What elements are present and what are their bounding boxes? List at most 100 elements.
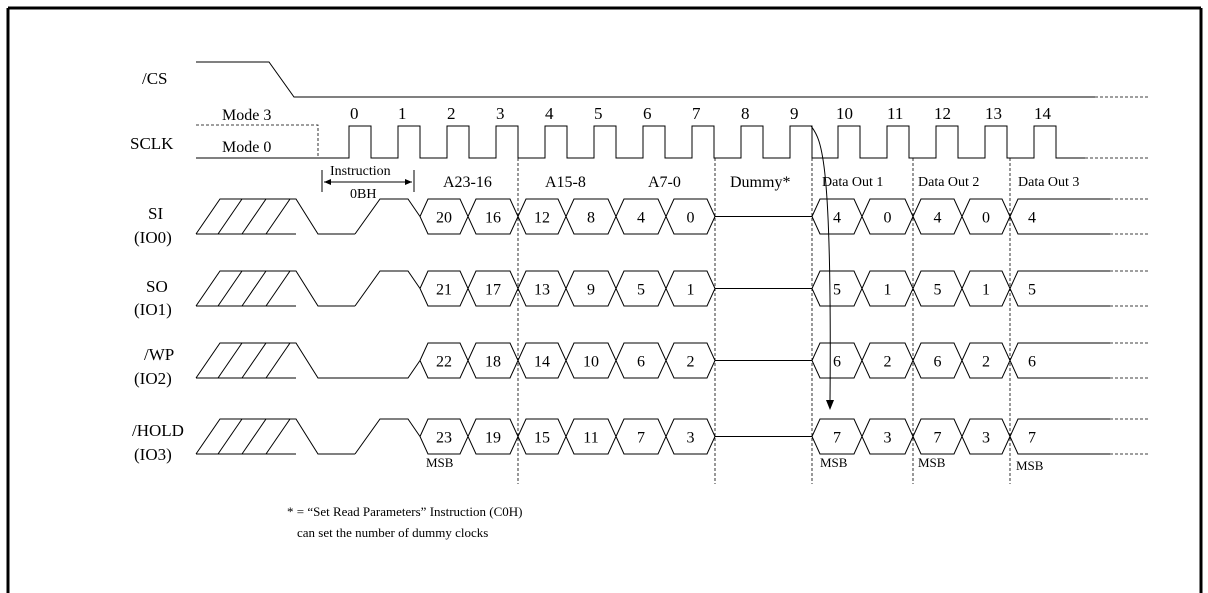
si-data-bit-label-4: 4 (1028, 210, 1036, 227)
mode3-label: Mode 3 (222, 107, 271, 124)
si-addr-bit-label-1: 16 (485, 210, 501, 227)
clock-number-8: 8 (741, 104, 750, 123)
so-data-bit-label-1: 1 (884, 282, 892, 299)
so-dont-care-outline (195, 270, 355, 307)
msb-label-address: MSB (426, 455, 454, 470)
so-instr-level (354, 270, 421, 307)
so-hatch-2 (265, 270, 291, 307)
hold-addr-bit-label-1: 19 (485, 430, 501, 447)
footnote-line-2: can set the number of dummy clocks (297, 525, 488, 540)
clock-number-12: 12 (934, 104, 951, 123)
si-data-bit-label-0: 4 (833, 210, 841, 227)
hold-addr-bit-label-0: 23 (436, 430, 452, 447)
si-addr-bit-label-4: 4 (637, 210, 645, 227)
wp-data-bit-label-3: 2 (982, 354, 990, 371)
so-addr-bit-label-3: 9 (587, 282, 595, 299)
si-label: SI (148, 204, 163, 223)
wp-addr-bit-label-3: 10 (583, 354, 599, 371)
hold-data-bit-4 (1009, 418, 1110, 455)
so-addr-bit-label-1: 17 (485, 282, 501, 299)
si-sub-label: (IO0) (134, 228, 172, 247)
hold-hatch-2 (265, 418, 291, 455)
wp-hatch-0 (217, 342, 243, 379)
so-addr-bit-label-2: 13 (534, 282, 550, 299)
hold-data-bit-label-2: 7 (934, 430, 942, 447)
clock-number-9: 9 (790, 104, 799, 123)
wp-label: /WP (144, 345, 174, 364)
hold-dont-care-outline (195, 418, 355, 455)
clock-number-10: 10 (836, 104, 853, 123)
hold-data-bit-label-4: 7 (1028, 430, 1036, 447)
hold-hatch-1 (241, 418, 267, 455)
cs-label: /CS (142, 69, 168, 88)
so-data-bit-4 (1009, 270, 1110, 307)
si-instr-level (354, 198, 421, 235)
cs-waveform (196, 61, 1150, 98)
so-addr-bit-label-4: 5 (637, 282, 645, 299)
clock-number-4: 4 (545, 104, 554, 123)
instruction-code: 0BH (350, 187, 376, 202)
sclk-waveform: Mode 3 Mode 0 (196, 107, 1150, 159)
so-sub-label: (IO1) (134, 300, 172, 319)
hold-data-bit-label-3: 3 (982, 430, 990, 447)
hold-lane: 23 19 15 11 7 3 7 3 7 3 7 (195, 418, 1150, 455)
si-data-bit-4 (1009, 198, 1110, 235)
clock-number-11: 11 (887, 104, 903, 123)
wp-addr-bit-label-4: 6 (637, 354, 645, 371)
msb-label-data-2: MSB (918, 455, 946, 470)
si-data-bit-label-2: 4 (934, 210, 942, 227)
wp-addr-bit-label-2: 14 (534, 354, 550, 371)
wp-addr-bit-label-5: 2 (687, 354, 695, 371)
footnote-line-1: * = “Set Read Parameters” Instruction (C… (287, 504, 523, 519)
so-data-bit-label-4: 5 (1028, 282, 1036, 299)
clock-number-2: 2 (447, 104, 456, 123)
wp-hatch-2 (265, 342, 291, 379)
hold-addr-bit-label-2: 15 (534, 430, 550, 447)
so-data-bit-label-3: 1 (982, 282, 990, 299)
clock-number-0: 0 (350, 104, 359, 123)
clock-number-6: 6 (643, 104, 652, 123)
wp-sub-label: (IO2) (134, 369, 172, 388)
si-data-bit-label-1: 0 (884, 210, 892, 227)
si-data-bit-label-3: 0 (982, 210, 990, 227)
si-hatch-0 (217, 198, 243, 235)
segment-dummy: Dummy* (730, 174, 790, 191)
hold-instr-level (354, 418, 421, 455)
si-addr-bit-label-3: 8 (587, 210, 595, 227)
segment-labels: A23-16 A15-8 A7-0 Dummy* Data Out 1 Data… (443, 174, 1079, 191)
clock-number-13: 13 (985, 104, 1002, 123)
so-addr-bit-label-0: 21 (436, 282, 452, 299)
si-addr-bit-label-2: 12 (534, 210, 550, 227)
hold-addr-bit-label-4: 7 (637, 430, 645, 447)
mode0-label: Mode 0 (222, 139, 271, 156)
wp-data-bit-label-0: 6 (833, 354, 841, 371)
hold-addr-bit-label-5: 3 (687, 430, 695, 447)
hold-data-bit-label-1: 3 (884, 430, 892, 447)
so-data-bit-label-2: 5 (934, 282, 942, 299)
segment-data-out-1: Data Out 1 (822, 175, 883, 190)
segment-data-out-3: Data Out 3 (1018, 175, 1079, 190)
segment-a7-0: A7-0 (648, 174, 681, 191)
wp-instr-level (355, 360, 421, 379)
hold-sub-label: (IO3) (134, 445, 172, 464)
instruction-label: Instruction (330, 164, 391, 179)
clock-number-1: 1 (398, 104, 407, 123)
si-addr-bit-label-5: 0 (687, 210, 695, 227)
sclk-label: SCLK (130, 134, 174, 153)
so-label: SO (146, 277, 168, 296)
wp-data-bit-label-2: 6 (934, 354, 942, 371)
clock-number-3: 3 (496, 104, 505, 123)
si-hatch-2 (265, 198, 291, 235)
diagram-border (6, 6, 1203, 593)
wp-addr-bit-label-0: 22 (436, 354, 452, 371)
hold-addr-bit-label-3: 11 (583, 430, 598, 447)
hold-data-bit-label-0: 7 (833, 430, 841, 447)
so-hatch-1 (241, 270, 267, 307)
wp-data-bit-label-1: 2 (884, 354, 892, 371)
wp-hatch-1 (241, 342, 267, 379)
wp-data-bit-label-4: 6 (1028, 354, 1036, 371)
